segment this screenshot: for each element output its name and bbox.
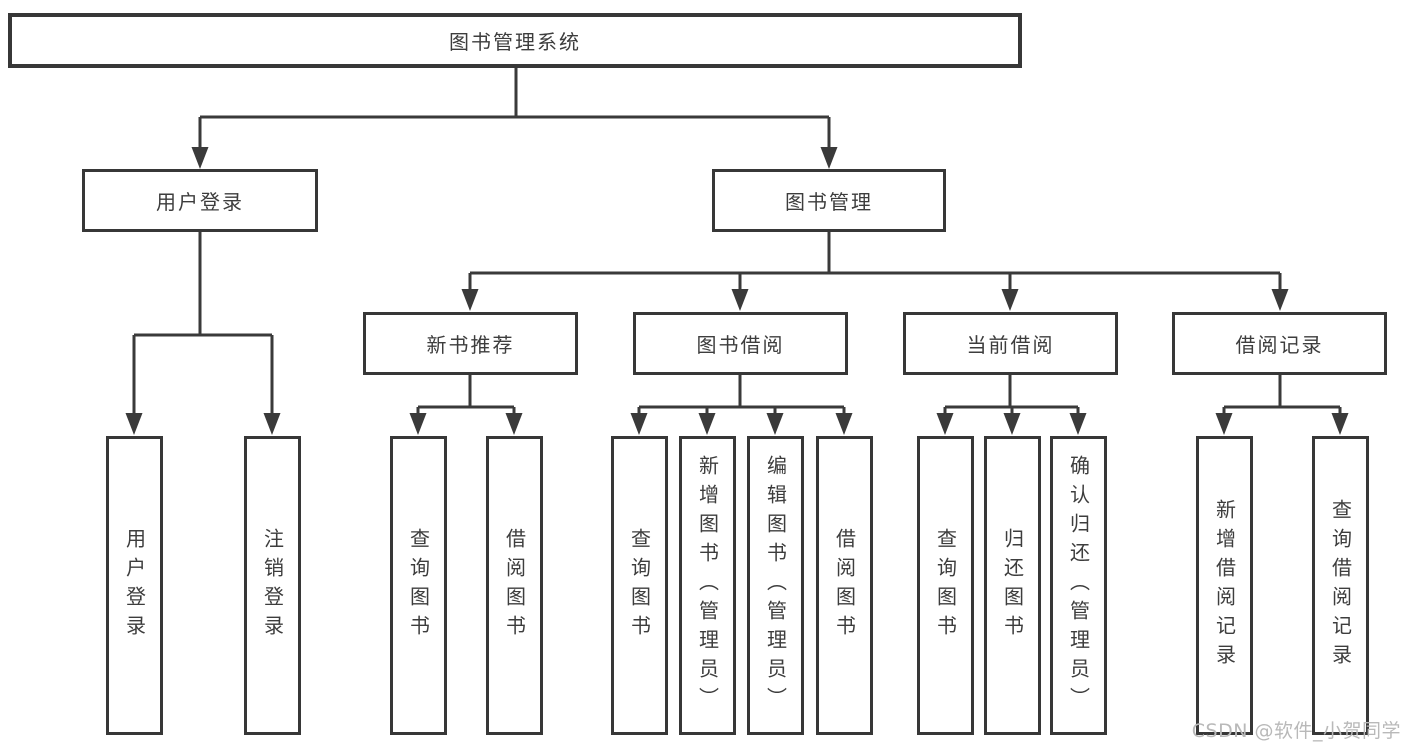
node-label: 借阅记录 [1235, 333, 1324, 357]
leaf-newbook-query: 查询图书 [390, 436, 447, 735]
node-label: 图书借阅 [696, 333, 785, 357]
node-label: 查询图书 [627, 527, 652, 644]
leaf-borrow-book: 借阅图书 [816, 436, 873, 735]
leaf-borrow-query: 查询图书 [611, 436, 668, 735]
node-current-borrow: 当前借阅 [903, 312, 1118, 375]
node-label: 查询图书 [933, 527, 958, 644]
connector-user-login [132, 232, 274, 416]
leaf-current-confirm-admin: 确认归还（管理员） [1050, 436, 1107, 735]
node-label: 新增借阅记录 [1212, 498, 1237, 673]
leaf-logout: 注销登录 [244, 436, 301, 735]
node-label: 编辑图书（管理员） [763, 455, 788, 716]
node-label: 归还图书 [1000, 527, 1025, 644]
node-label: 借阅图书 [832, 527, 857, 644]
node-new-book: 新书推荐 [363, 312, 578, 375]
node-label: 当前借阅 [966, 333, 1055, 357]
leaf-borrow-edit-admin: 编辑图书（管理员） [747, 436, 804, 735]
connector-book-borrow [637, 375, 846, 416]
node-label: 用户登录 [156, 190, 244, 214]
node-label: 借阅图书 [502, 527, 527, 644]
node-label: 确认归还（管理员） [1066, 455, 1091, 716]
node-label: 查询借阅记录 [1328, 498, 1353, 673]
leaf-record-query: 查询借阅记录 [1312, 436, 1369, 735]
leaf-current-return: 归还图书 [984, 436, 1041, 735]
node-borrow-record: 借阅记录 [1172, 312, 1387, 375]
node-label: 用户登录 [122, 527, 147, 644]
node-label: 图书管理 [785, 190, 873, 214]
csdn-watermark: CSDN @软件_小贺同学 [1191, 720, 1401, 742]
node-label: 图书管理系统 [449, 30, 581, 54]
node-book-mgmt: 图书管理 [712, 169, 946, 232]
leaf-user-login: 用户登录 [106, 436, 163, 735]
connector-borrow-record [1222, 375, 1342, 416]
node-label: 新书推荐 [426, 333, 515, 357]
leaf-record-add: 新增借阅记录 [1196, 436, 1253, 735]
node-book-borrow: 图书借阅 [633, 312, 848, 375]
leaf-newbook-borrow: 借阅图书 [486, 436, 543, 735]
node-system-root: 图书管理系统 [8, 13, 1022, 68]
connector-new-book [416, 375, 516, 416]
leaf-current-query: 查询图书 [917, 436, 974, 735]
arrowheads [125, 147, 1349, 435]
node-label: 查询图书 [406, 527, 431, 644]
connector-current-borrow [943, 375, 1080, 416]
node-label: 注销登录 [260, 527, 285, 644]
node-user-login: 用户登录 [82, 169, 318, 232]
connector-root [198, 68, 831, 150]
leaf-borrow-add-admin: 新增图书（管理员） [679, 436, 736, 735]
connector-book-mgmt [468, 232, 1282, 292]
node-label: 新增图书（管理员） [695, 455, 720, 716]
